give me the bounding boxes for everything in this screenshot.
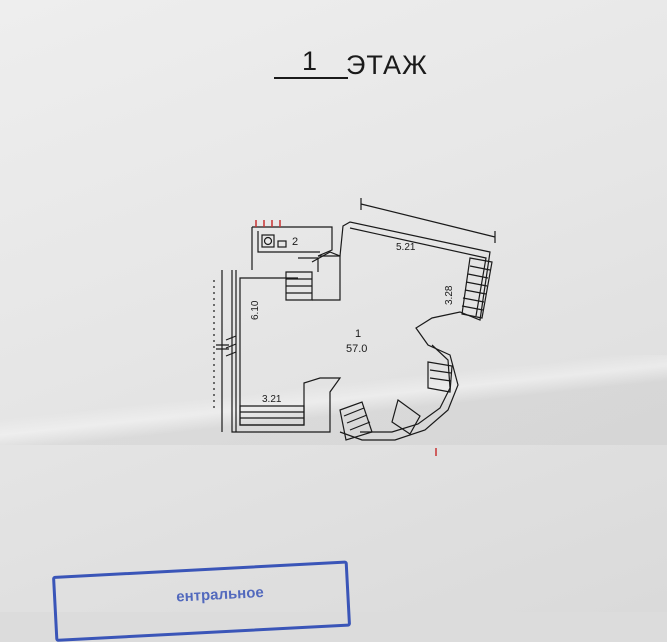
main-wall-right-inner <box>349 227 487 317</box>
dimension-bottom: 3.21 <box>262 394 282 405</box>
wall-hatch <box>225 335 237 357</box>
stair-bottom-left-steps <box>240 411 304 419</box>
paper-sheet <box>0 0 667 612</box>
floor-plan-drawing: 5.21 3.28 6.10 3.21 2 1 57.0 <box>213 198 496 456</box>
bay-window-inner-arc <box>360 344 451 433</box>
stair-bay-right-steps <box>429 369 452 382</box>
dimension-right: 3.28 <box>444 285 455 305</box>
stair-right-steps <box>461 265 491 311</box>
toilet-icon <box>261 234 275 248</box>
stair-top-left-landing <box>311 251 341 301</box>
dimension-left: 6.10 <box>250 300 261 320</box>
plan-outline <box>213 198 496 441</box>
ink-stamp: ентральное <box>52 560 352 642</box>
stair-bay-bottom-steps <box>343 407 371 431</box>
stair-top-left-steps <box>286 257 319 294</box>
toilet-bowl-icon <box>263 236 273 246</box>
floor-number-underline <box>274 77 348 79</box>
stair-bottom-left <box>239 405 305 426</box>
red-marks <box>255 220 437 456</box>
stair-bay-mid <box>391 399 421 435</box>
sink-icon <box>277 240 287 248</box>
stair-bay-bottom <box>339 401 373 441</box>
left-dimension-line <box>216 270 229 432</box>
stair-bay-right <box>427 361 453 393</box>
room-2-number: 2 <box>292 236 298 248</box>
dimension-top: 5.21 <box>396 242 416 253</box>
stair-right <box>461 257 493 319</box>
floor-word: ЭТАЖ <box>346 50 428 80</box>
room-1-area: 57.0 <box>346 343 367 355</box>
stamp-text: ентральное <box>175 583 265 606</box>
main-wall-right <box>318 221 491 441</box>
top-dimension-line <box>360 198 496 243</box>
red-tick-marks <box>255 220 281 227</box>
room-1-number: 1 <box>355 328 361 340</box>
floor-number: 1 <box>302 46 319 76</box>
paper-fold-shadow <box>0 355 667 445</box>
main-wall-left <box>231 270 342 433</box>
room-2-walls <box>251 226 333 270</box>
